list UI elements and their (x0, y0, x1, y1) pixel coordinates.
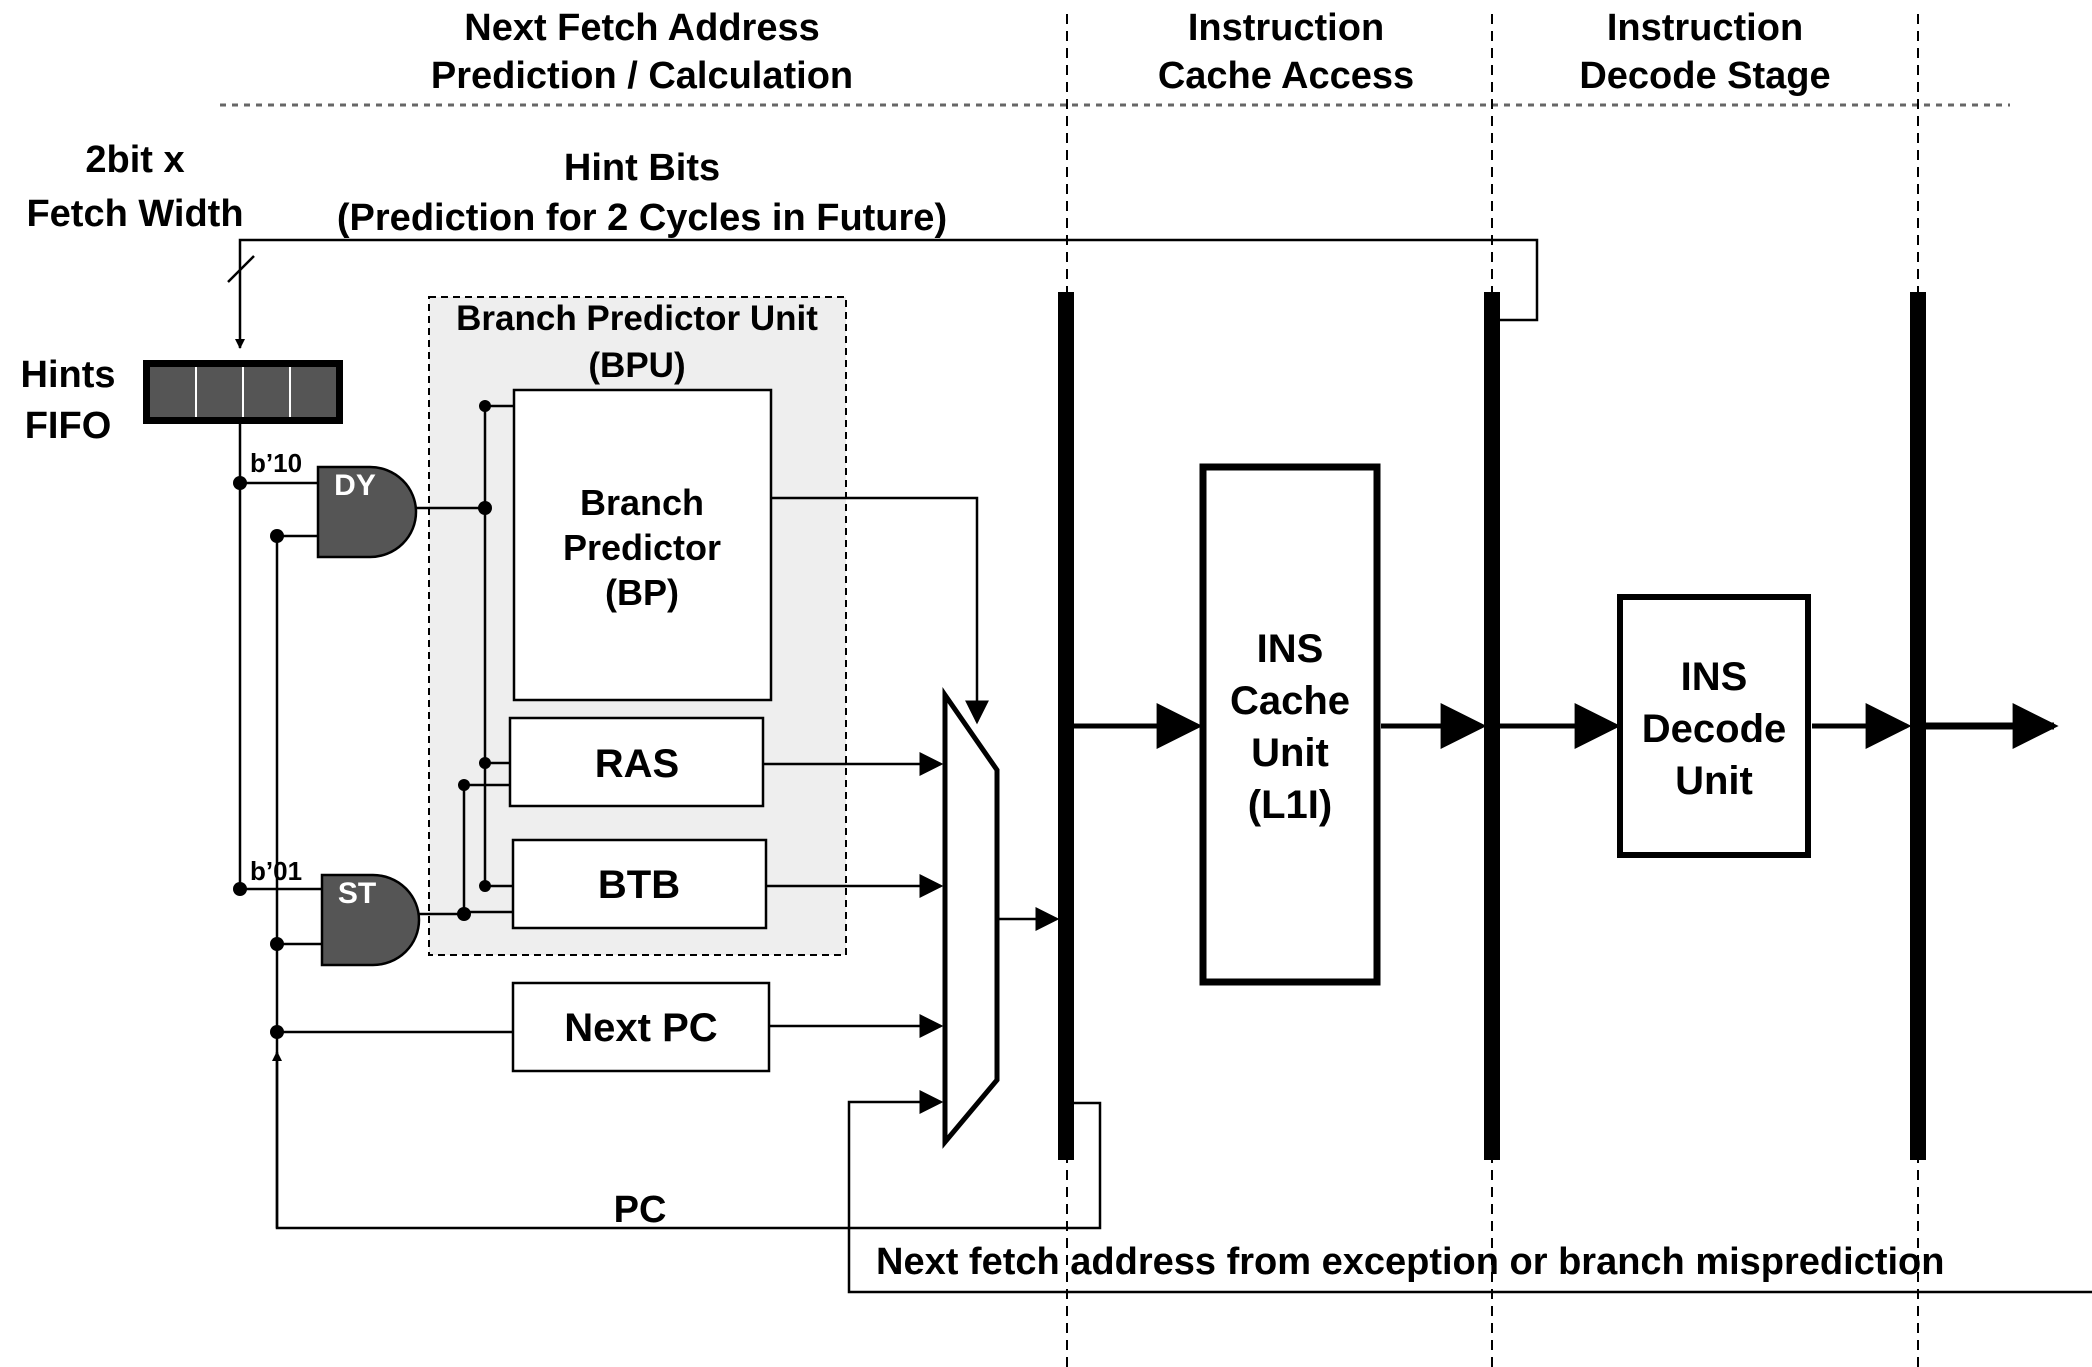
bpu-title-line2: (BPU) (588, 346, 685, 385)
pipeline-register-1 (1058, 292, 1074, 1160)
redirect-to-mux-wire (847, 1090, 2092, 1294)
fetch-width-line2: Fetch Width (26, 193, 243, 235)
junction-dot (479, 880, 491, 892)
redirect-label: Next fetch address from exception or bra… (876, 1241, 1944, 1283)
bp-label-line3: (BP) (605, 572, 679, 613)
cache-label-line2: Cache (1230, 679, 1350, 723)
next-pc-label: Next PC (564, 1006, 717, 1050)
stage-decode-line1: Instruction (1607, 7, 1803, 49)
bp-label-line2: Predictor (563, 527, 721, 568)
pc-label: PC (614, 1189, 667, 1231)
junction-dot (270, 1025, 284, 1039)
junction-dot (479, 757, 491, 769)
ins-cache-unit (1199, 463, 1381, 986)
cache-label-line4: (L1I) (1248, 783, 1332, 827)
cache-label-line3: Unit (1251, 731, 1329, 775)
pipeline-register-2 (1484, 292, 1500, 1160)
stage-header-fetch: Next Fetch Address Prediction / Calculat… (431, 7, 853, 97)
stage-cache-line2: Cache Access (1158, 55, 1414, 97)
bus-width-slash (227, 255, 255, 283)
ins-decode-unit (1617, 594, 1811, 858)
decode-label-line3: Unit (1675, 759, 1753, 803)
fetch-width-line1: 2bit x (85, 139, 184, 181)
junction-dot (458, 779, 470, 791)
stage-fetch-line1: Next Fetch Address (464, 7, 819, 49)
decode-label-line1: INS (1681, 655, 1748, 699)
hint-bits-line1: Hint Bits (564, 147, 720, 189)
hint-bits-line2: (Prediction for 2 Cycles in Future) (337, 197, 947, 239)
bp-label-line1: Branch (580, 482, 704, 523)
junction-dot (233, 476, 247, 490)
junction-dot (270, 937, 284, 951)
stage-header-decode: Instruction Decode Stage (1579, 7, 1830, 97)
btb-block (511, 838, 768, 930)
pc-feedback-wire (272, 1051, 1102, 1230)
bp-to-mux-wire (771, 496, 989, 725)
dy-gate-label: DY (334, 469, 376, 502)
dy-gate: DY (316, 465, 418, 559)
cache-label-line1: INS (1257, 627, 1324, 671)
hints-fifo (143, 360, 343, 424)
stage-fetch-line2: Prediction / Calculation (431, 55, 853, 97)
next-address-mux (942, 687, 1000, 1149)
junction-dot (457, 907, 471, 921)
stage-decode-line2: Decode Stage (1579, 55, 1830, 97)
stage-cache-line1: Instruction (1188, 7, 1384, 49)
hint-feedback-wire (235, 238, 1539, 349)
decode-label-line2: Decode (1642, 707, 1787, 751)
ras-label: RAS (595, 742, 679, 786)
branch-predictor-block (512, 388, 773, 702)
bpu-title-line1: Branch Predictor Unit (456, 299, 818, 338)
junction-dot (270, 529, 284, 543)
stage-header-cache: Instruction Cache Access (1158, 7, 1414, 97)
pipeline-register-3 (1910, 292, 1926, 1160)
junction-dot (479, 400, 491, 412)
fifo-label-line1: Hints (21, 354, 116, 396)
junction-dot (478, 501, 492, 515)
fifo-label-line2: FIFO (25, 405, 112, 447)
st-gate-label: ST (338, 877, 376, 910)
junction-dot (233, 882, 247, 896)
dy-bits-label: b’10 (250, 448, 302, 478)
btb-label: BTB (598, 863, 680, 907)
st-gate: ST (320, 873, 421, 967)
